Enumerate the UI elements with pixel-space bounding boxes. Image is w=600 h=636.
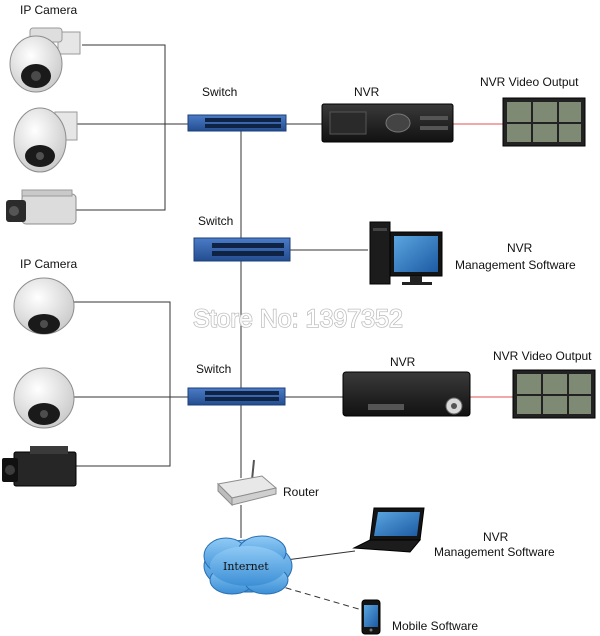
label-nvr-mgmt-1-line1: NVR bbox=[507, 241, 533, 255]
switch-2 bbox=[193, 237, 291, 262]
internet-cloud-core bbox=[210, 546, 286, 586]
mobile-phone bbox=[361, 599, 381, 635]
label-nvr-video-output-2: NVR Video Output bbox=[493, 349, 592, 363]
router bbox=[216, 459, 278, 507]
store-watermark: Store No: 1397352 bbox=[193, 305, 403, 333]
label-nvr-2: NVR bbox=[390, 355, 416, 369]
label-nvr-mgmt-2-line2: Management Software bbox=[434, 545, 555, 559]
label-internet: Internet bbox=[223, 560, 269, 573]
video-monitor-1 bbox=[502, 97, 586, 147]
label-nvr-mgmt-1-line2: Management Software bbox=[455, 258, 576, 272]
label-router: Router bbox=[283, 485, 319, 499]
video-output-lines bbox=[453, 123, 513, 398]
label-ip-camera-top: IP Camera bbox=[20, 3, 77, 17]
label-switch-3: Switch bbox=[196, 362, 231, 376]
label-ip-camera-mid: IP Camera bbox=[20, 257, 77, 271]
video-monitor-2 bbox=[512, 369, 596, 419]
ptz-camera-2 bbox=[13, 107, 78, 173]
link-cameras-bus-2 bbox=[74, 301, 171, 467]
switch-1-ports bbox=[205, 118, 281, 128]
ptz-camera-1 bbox=[9, 27, 81, 93]
switch-3 bbox=[187, 387, 286, 406]
label-mobile-software: Mobile Software bbox=[392, 619, 478, 633]
nvr-1 bbox=[321, 103, 454, 143]
connection-lines bbox=[74, 44, 368, 611]
link-internet-to-laptop bbox=[285, 550, 356, 561]
link-camera-1-to-bus bbox=[76, 44, 166, 211]
dome-camera-1 bbox=[13, 277, 75, 335]
link-internet-to-mobile bbox=[275, 584, 363, 611]
switch-2-ports bbox=[212, 243, 284, 256]
label-nvr-mgmt-2-line1: NVR bbox=[483, 530, 509, 544]
label-nvr-1: NVR bbox=[354, 85, 380, 99]
label-switch-1: Switch bbox=[202, 85, 237, 99]
label-switch-2: Switch bbox=[198, 214, 233, 228]
dome-camera-2 bbox=[13, 367, 75, 429]
box-camera bbox=[2, 446, 77, 487]
switch-1 bbox=[187, 114, 287, 132]
label-nvr-video-output-1: NVR Video Output bbox=[480, 75, 579, 89]
switch-3-ports bbox=[205, 391, 279, 401]
laptop bbox=[352, 507, 425, 553]
desktop-computer bbox=[369, 221, 443, 285]
bullet-camera bbox=[6, 189, 77, 225]
nvr-2 bbox=[342, 371, 471, 417]
